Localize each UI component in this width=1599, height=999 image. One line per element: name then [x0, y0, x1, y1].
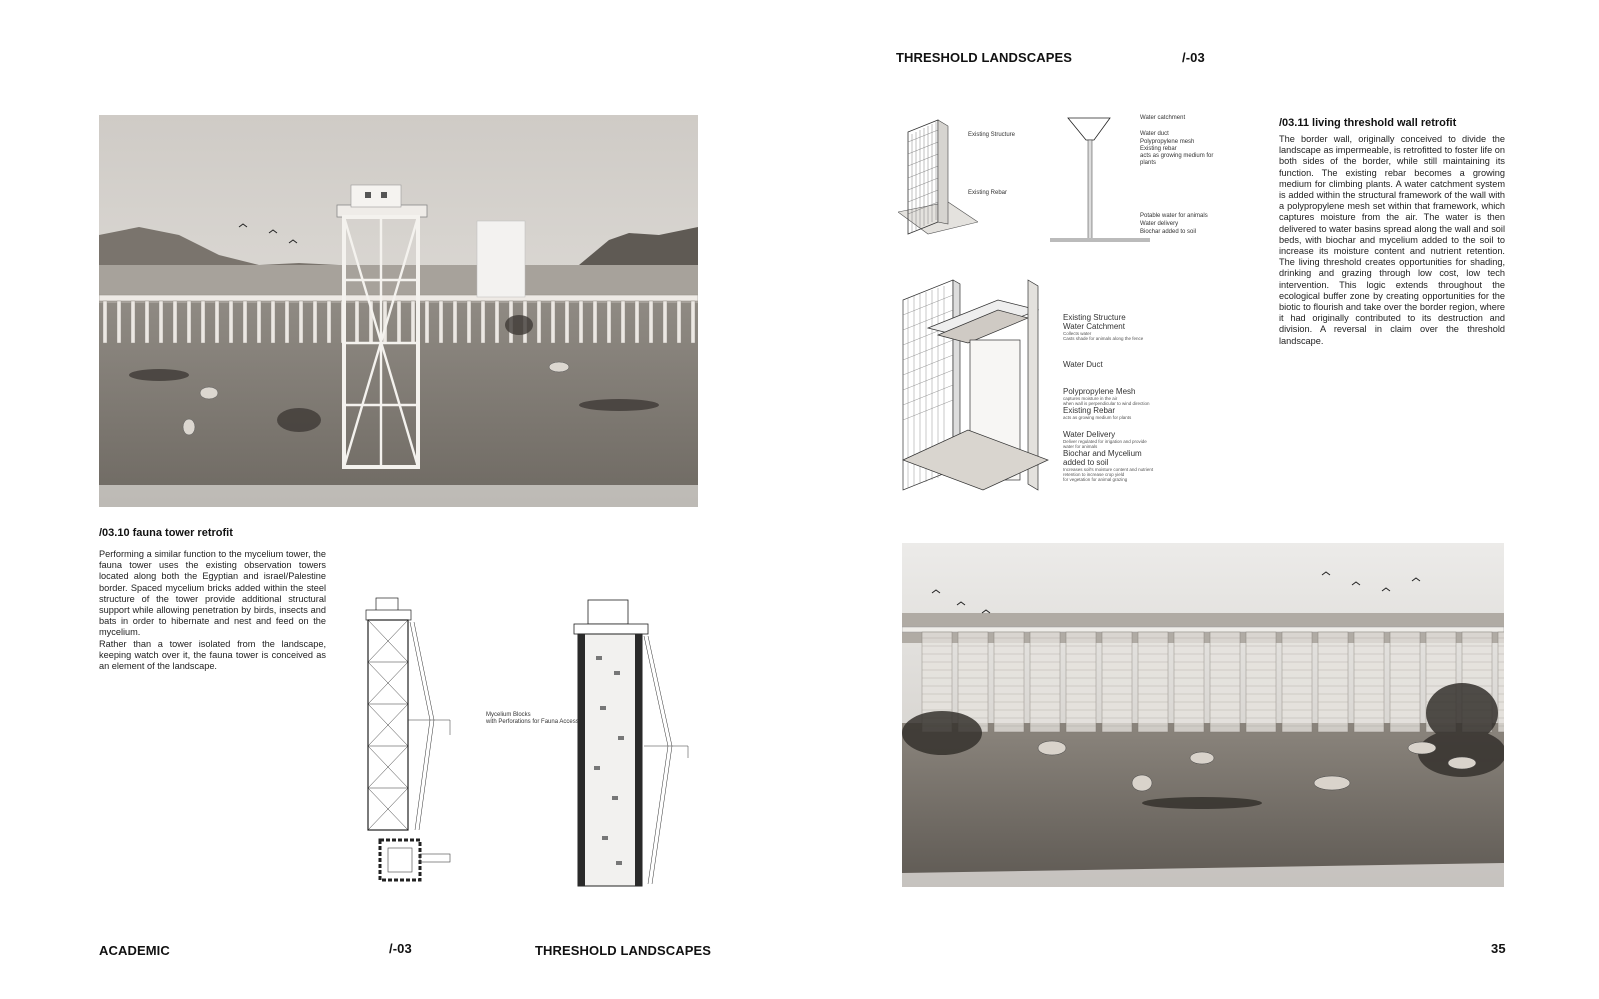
- axo-l5: Water Delivery: [1063, 430, 1116, 439]
- axo-label-mesh: Polypropylene Mesh captures moisture in …: [1063, 387, 1150, 420]
- living-wall-heading: /03.11 living threshold wall retrofit: [1279, 117, 1457, 129]
- axo-l6-note: Increases soil's moisture content and nu…: [1063, 467, 1154, 472]
- axo-l3-note2: when wall is perpendicular to wind direc…: [1063, 401, 1150, 406]
- mycelium-label-line2: with Perforations for Fauna Access: [486, 719, 579, 725]
- small-existing-rebar-label: Existing Rebar: [968, 190, 1008, 196]
- axo-label-existing-structure: Existing Structure Water Catchment Colle…: [1063, 313, 1143, 341]
- tower-elevation-drawing: [360, 590, 470, 890]
- axo-l4: Existing Rebar: [1063, 406, 1116, 415]
- axo-l1-note2: Casts shade for animals along the fence: [1063, 336, 1144, 341]
- label-water-delivery: Water delivery: [1140, 221, 1179, 227]
- axo-l2: Water Duct: [1063, 360, 1103, 369]
- axo-l6b: added to soil: [1063, 458, 1109, 467]
- footer-page-number: 35: [1491, 941, 1506, 956]
- axo-l3-note: captures moisture in the air: [1063, 396, 1118, 401]
- tower-plan-drawing: [378, 838, 468, 888]
- label-potable-water: Potable water for animals: [1140, 213, 1208, 219]
- label-rebar-note: acts as growing medium for plants: [1140, 153, 1214, 166]
- axo-l5-note: Deliver regulated for irrigation and pro…: [1063, 439, 1147, 444]
- wall-axonometric-diagram: [898, 270, 1073, 500]
- fence-iso-diagram: [898, 112, 978, 252]
- fauna-tower-paragraph-1: Performing a similar function to the myc…: [99, 549, 326, 638]
- label-polypropylene-mesh: Polypropylene mesh: [1140, 139, 1195, 145]
- axo-l1-note: Collects water: [1063, 331, 1092, 336]
- axo-l1: Existing Structure: [1063, 313, 1126, 322]
- footer-left-number: /-03: [389, 941, 412, 956]
- fauna-tower-render: [99, 115, 698, 507]
- label-existing-rebar: Existing rebar: [1140, 146, 1177, 152]
- footer-left-label: ACADEMIC: [99, 943, 170, 958]
- fauna-tower-paragraph: Performing a similar function to the myc…: [99, 549, 326, 672]
- label-biochar: Biochar added to soil: [1140, 229, 1197, 235]
- fauna-tower-heading: /03.10 fauna tower retrofit: [99, 527, 233, 539]
- small-existing-structure-label: Existing Structure: [968, 132, 1016, 138]
- water-column-section: [1050, 112, 1150, 252]
- footer-center-title: THRESHOLD LANDSCAPES: [535, 943, 712, 958]
- label-water-catchment: Water catchment: [1140, 115, 1186, 121]
- axo-l6-note3: for vegetation for animal grazing: [1063, 477, 1128, 482]
- fauna-tower-paragraph-2: Rather than a tower isolated from the la…: [99, 638, 326, 672]
- axo-label-delivery: Water Delivery Deliver regulated for irr…: [1063, 430, 1153, 482]
- axo-l1b: Water Catchment: [1063, 322, 1125, 331]
- mycelium-label-line1: Mycelium Blocks: [486, 712, 531, 718]
- tower-section-drawing: [568, 596, 708, 890]
- axo-l6-note2: retention to increase crop yield: [1063, 472, 1125, 477]
- label-water-duct: Water duct: [1140, 131, 1169, 137]
- right-header-title: THRESHOLD LANDSCAPES: [896, 50, 1073, 65]
- living-wall-paragraph: The border wall, originally conceived to…: [1279, 134, 1505, 346]
- axo-l6: Biochar and Mycelium: [1063, 449, 1142, 458]
- living-wall-render: [902, 543, 1504, 887]
- axo-l5-note2: water for animals: [1063, 444, 1098, 449]
- axo-l3: Polypropylene Mesh: [1063, 387, 1136, 396]
- mycelium-blocks-label: Mycelium Blocks with Perforations for Fa…: [486, 712, 579, 726]
- axo-l4-note: acts as growing medium for plants: [1063, 415, 1132, 420]
- right-header-number: /-03: [1182, 50, 1205, 65]
